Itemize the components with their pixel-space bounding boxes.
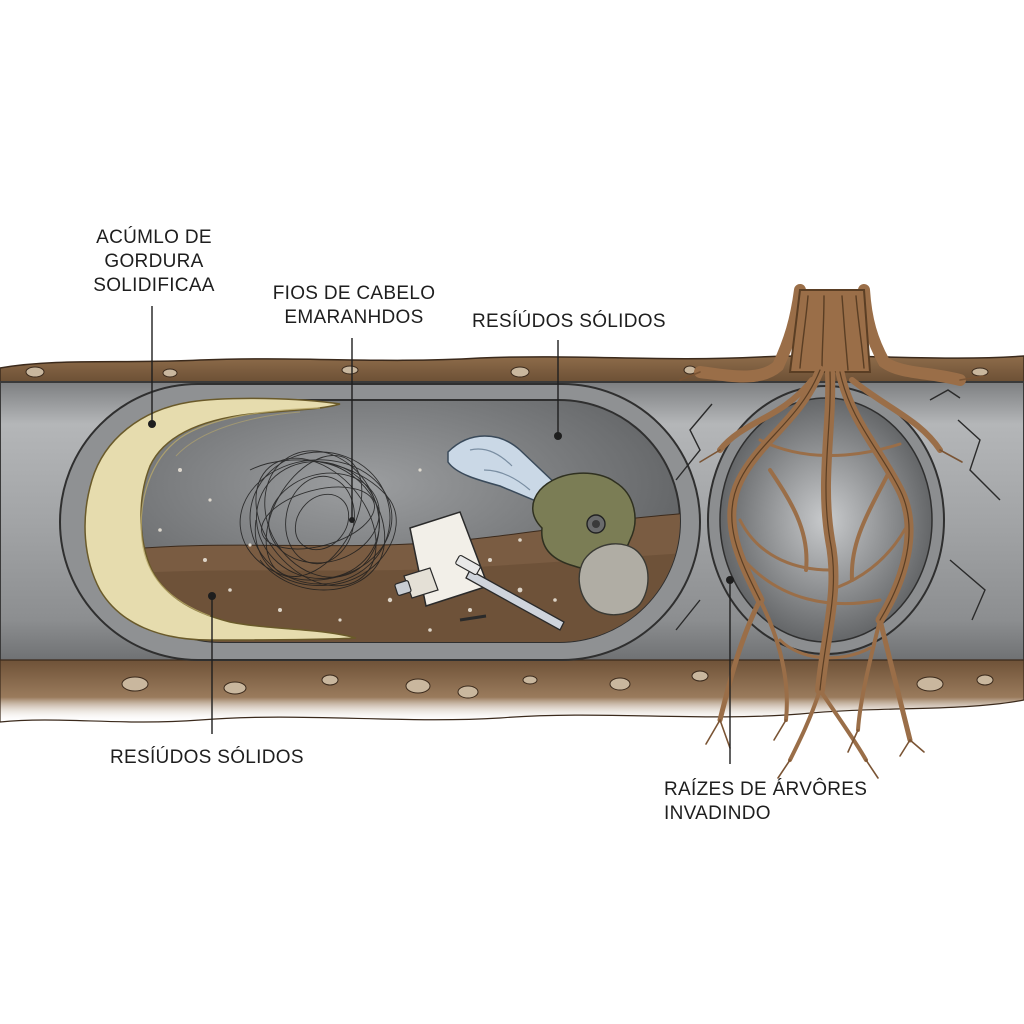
leader-dots bbox=[148, 420, 734, 600]
label-solids-bottom: RESÍÚDOS SÓLIDOS bbox=[110, 747, 304, 768]
grease-deposit bbox=[84, 397, 357, 641]
label-hair-line-1: FIOS DE CABELO bbox=[272, 283, 436, 304]
label-hair-line-2: EMARANHDOS bbox=[284, 307, 424, 328]
label-hair: FIOS DE CABELO EMARANHDOS bbox=[264, 282, 444, 330]
toothbrush bbox=[455, 554, 565, 631]
label-grease: ACÚMLO DE GORDURA SOLIDIFICAA bbox=[76, 226, 232, 298]
label-roots-line-2: INVADINDO bbox=[664, 803, 771, 824]
tree-roots bbox=[679, 284, 985, 779]
label-roots: RAÍZES DE ÁRVÔRES INVADINDO bbox=[664, 778, 867, 826]
label-grease-line-1: ACÚMLO DE bbox=[96, 227, 212, 248]
label-roots-line-1: RAÍZES DE ÁRVÔRES bbox=[664, 779, 868, 800]
soil-bottom bbox=[0, 659, 1024, 723]
grey-rock bbox=[578, 543, 649, 616]
soil-pebbles bbox=[25, 365, 994, 699]
debris-clip bbox=[459, 614, 487, 622]
hair-tangle bbox=[239, 450, 397, 591]
label-grease-line-3: SOLIDIFICAA bbox=[93, 275, 215, 296]
label-grease-line-2: GORDURA bbox=[104, 251, 204, 272]
label-solids-top: RESÍÚDOS SÓLIDOS bbox=[472, 311, 666, 332]
leader-lines bbox=[151, 306, 731, 764]
